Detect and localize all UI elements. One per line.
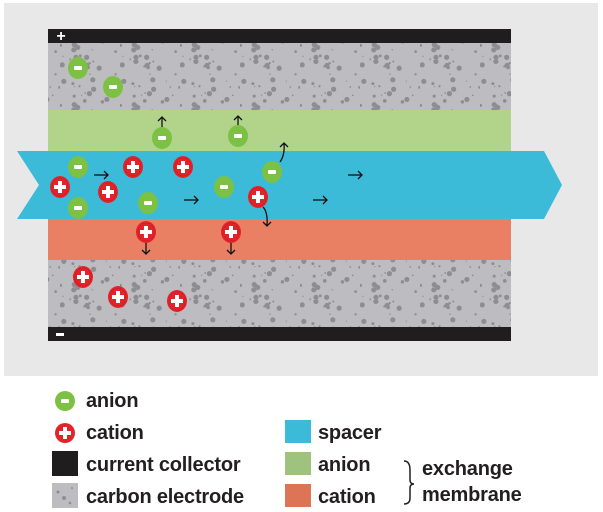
anion-ion — [138, 192, 158, 214]
carbon-electrode-top-texture — [48, 43, 511, 110]
legend-anion-membrane-swatch — [285, 452, 311, 475]
positive-sign: + — [56, 28, 65, 45]
legend-brace — [403, 460, 415, 505]
anion-ion — [68, 156, 88, 178]
legend-cation-icon — [55, 423, 75, 443]
flow-arrow-right — [94, 170, 109, 180]
anion-ion — [68, 57, 88, 79]
legend-current-collector-label: current collector — [86, 454, 241, 476]
legend-cation-membrane-swatch — [285, 484, 311, 507]
legend-anion-icon — [55, 391, 75, 411]
legend-exchange-label: exchange — [422, 458, 513, 480]
cation-ion — [108, 286, 128, 308]
anion-curved-arrow-up — [279, 142, 289, 163]
anion-ion — [152, 127, 172, 149]
cation-ion — [136, 221, 156, 243]
legend-current-collector-swatch — [52, 451, 78, 476]
legend-cation-label: cation — [86, 422, 144, 444]
legend-anion-label: anion — [86, 390, 139, 412]
anion-ion — [214, 176, 234, 198]
cation-ion — [221, 221, 241, 243]
negative-sign — [56, 333, 64, 336]
ions — [50, 57, 282, 312]
cation-ion — [173, 156, 193, 178]
anion-ion — [262, 161, 282, 183]
anion-ion — [68, 197, 88, 219]
cation-ion — [50, 176, 70, 198]
cation-ion — [123, 156, 143, 178]
legend-carbon-electrode-swatch — [52, 483, 78, 508]
legend-carbon-electrode-label: carbon electrode — [86, 486, 244, 508]
cation-ion — [248, 186, 268, 208]
flow-arrow-right — [184, 195, 199, 205]
anion-ion — [103, 76, 123, 98]
cation-exchange-membrane — [48, 219, 511, 260]
current-collector-top — [48, 29, 511, 43]
anion-ion — [228, 125, 248, 147]
flow-arrow-right — [313, 195, 328, 205]
cation-curved-arrow-down — [262, 206, 272, 227]
legend-anion-membrane-label: anion — [318, 454, 371, 476]
legend-spacer-swatch — [285, 420, 311, 443]
cation-ion — [98, 181, 118, 203]
flow-arrow-right — [348, 170, 363, 180]
legend-membrane-label: membrane — [422, 484, 522, 506]
anion-exchange-membrane — [48, 110, 511, 151]
cation-ion — [167, 290, 187, 312]
current-collector-bottom — [48, 327, 511, 341]
cation-ion — [73, 266, 93, 288]
spacer-flow-channel — [17, 151, 562, 219]
legend-spacer-label: spacer — [318, 422, 382, 444]
legend-cation-membrane-label: cation — [318, 486, 376, 508]
